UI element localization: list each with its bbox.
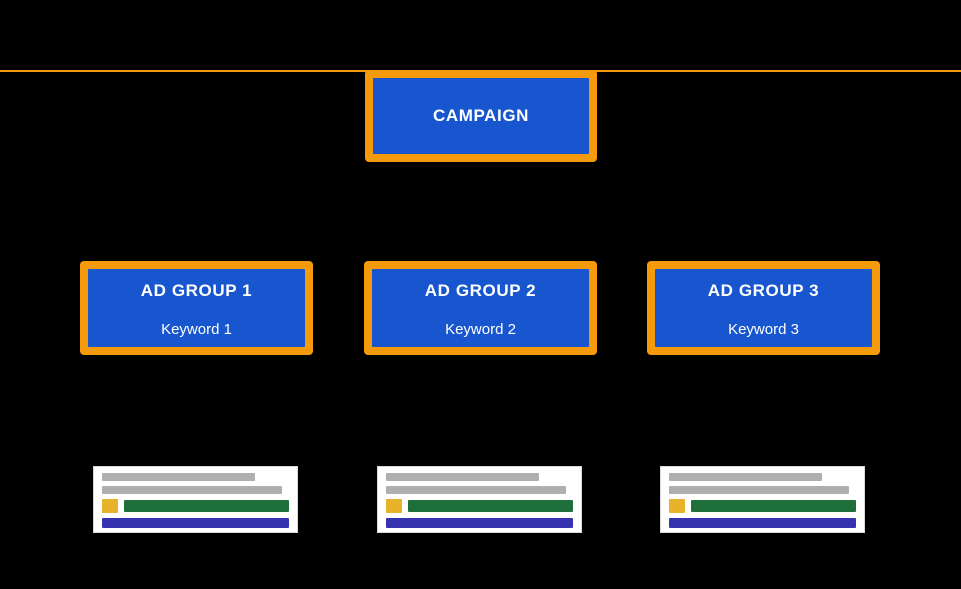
ad-display-url-bar bbox=[691, 500, 856, 512]
ad-footer-bar bbox=[386, 518, 573, 528]
ad-headline-bar bbox=[669, 473, 823, 481]
ad-description-bar bbox=[386, 486, 566, 494]
campaign-label: CAMPAIGN bbox=[432, 105, 530, 125]
ad-label-badge-icon bbox=[102, 499, 118, 513]
ad-footer-bar bbox=[669, 518, 856, 528]
ad-group-1-title: AD GROUP 1 bbox=[140, 281, 253, 301]
ad-headline-bar bbox=[386, 473, 540, 481]
campaign-node-inner: CAMPAIGN bbox=[373, 78, 589, 154]
ad-group-node-1-inner: AD GROUP 1 Keyword 1 bbox=[88, 269, 305, 347]
ad-label-badge-icon bbox=[386, 499, 402, 513]
ad-preview-card-2[interactable] bbox=[377, 466, 582, 533]
ad-preview-card-3[interactable] bbox=[660, 466, 865, 533]
ad-headline-bar bbox=[102, 473, 256, 481]
ad-group-node-3[interactable]: AD GROUP 3 Keyword 3 bbox=[647, 261, 880, 355]
ad-group-2-keyword: Keyword 2 bbox=[445, 320, 516, 338]
ad-url-row bbox=[102, 499, 289, 513]
ad-description-bar bbox=[102, 486, 282, 494]
ad-url-row bbox=[669, 499, 856, 513]
ad-group-node-2-inner: AD GROUP 2 Keyword 2 bbox=[372, 269, 589, 347]
ad-display-url-bar bbox=[408, 500, 573, 512]
ad-group-3-keyword: Keyword 3 bbox=[728, 320, 799, 338]
campaign-node[interactable]: CAMPAIGN bbox=[365, 70, 597, 162]
ad-group-node-1[interactable]: AD GROUP 1 Keyword 1 bbox=[80, 261, 313, 355]
ad-label-badge-icon bbox=[669, 499, 685, 513]
ad-url-row bbox=[386, 499, 573, 513]
ad-group-node-3-inner: AD GROUP 3 Keyword 3 bbox=[655, 269, 872, 347]
ad-footer-bar bbox=[102, 518, 289, 528]
ad-group-3-title: AD GROUP 3 bbox=[707, 281, 820, 301]
ad-display-url-bar bbox=[124, 500, 289, 512]
ad-preview-card-1[interactable] bbox=[93, 466, 298, 533]
ad-group-1-keyword: Keyword 1 bbox=[161, 320, 232, 338]
ad-group-2-title: AD GROUP 2 bbox=[424, 281, 537, 301]
ad-description-bar bbox=[669, 486, 849, 494]
ad-group-node-2[interactable]: AD GROUP 2 Keyword 2 bbox=[364, 261, 597, 355]
